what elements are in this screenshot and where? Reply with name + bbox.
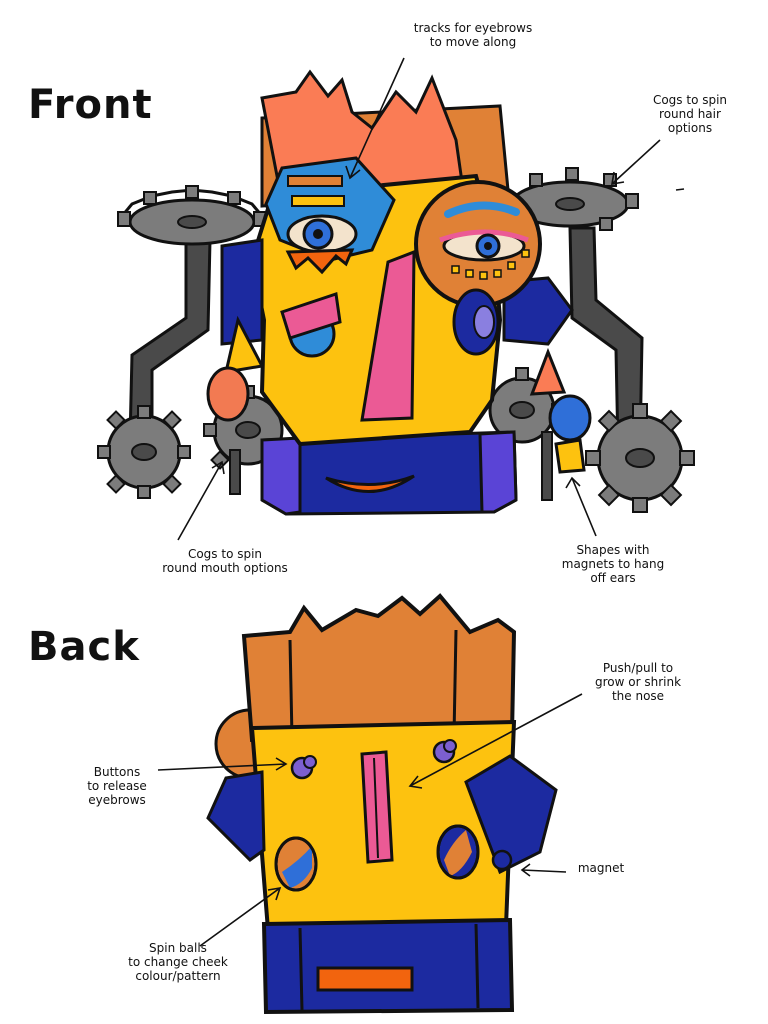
front-right-eye-pupil — [484, 242, 492, 250]
back-hair-line-2 — [452, 629, 458, 737]
arrow-cheek-balls — [199, 886, 282, 947]
label-magnet: magnet — [577, 861, 625, 875]
front-mouth — [325, 474, 415, 493]
back-hair — [241, 593, 517, 743]
label-eyebrow-buttons: Buttons to release eyebrows — [87, 765, 147, 807]
front-right-eyebrow — [444, 201, 520, 218]
back-left-cheek-ball — [274, 836, 318, 892]
back-left-button — [290, 755, 317, 780]
front-heading: Front — [28, 82, 153, 128]
back-magnet — [491, 849, 513, 871]
front-left-ear-shape — [206, 366, 250, 422]
front-mouth-base-side — [260, 436, 302, 516]
label-mouth-cogs: Cogs to spin round mouth options — [162, 547, 288, 575]
front-left-ear-triangle — [224, 315, 265, 374]
label-eyebrow-tracks: tracks for eyebrows to move along — [413, 21, 533, 49]
back-right-button — [432, 739, 457, 764]
back-mouth-slot — [316, 966, 414, 992]
front-right-ear-block — [502, 276, 574, 346]
back-right-cheek-ball — [436, 824, 480, 880]
arrow-ear-magnets — [565, 476, 597, 537]
front-lower-right-cog — [585, 403, 695, 513]
back-base-line — [298, 927, 304, 1011]
front-right-ear-triangle — [529, 347, 567, 396]
front-left-eye-pupil — [313, 229, 323, 239]
front-left-eye-lash — [285, 248, 355, 275]
back-annotation-arrows — [157, 693, 583, 947]
arrow-nose-push-pull — [408, 693, 583, 789]
arrow-magnet — [520, 863, 567, 877]
front-upper-left-cog — [117, 185, 267, 246]
front-right-cheek-inner — [473, 305, 495, 339]
front-lower-left-cog — [97, 405, 191, 499]
front-left-cheek-pink — [280, 292, 342, 340]
back-heading: Back — [28, 624, 140, 670]
back-view — [206, 593, 558, 1015]
dash-mark — [675, 188, 685, 191]
front-right-eye-dots — [451, 249, 530, 280]
front-right-eye-lid — [439, 229, 529, 243]
back-nose-slot — [360, 750, 394, 864]
label-ear-magnets: Shapes with magnets to hang off ears — [561, 543, 665, 585]
label-cheek-balls: Spin balls to change cheek colour/patter… — [128, 941, 228, 983]
front-left-eyebrow — [291, 195, 345, 207]
front-left-ear-block — [220, 238, 264, 346]
front-left-eyebrow-track — [287, 175, 343, 187]
front-view — [97, 69, 695, 516]
front-mouth-base-side-right — [478, 430, 518, 514]
back-base-line-2 — [474, 923, 480, 1009]
front-right-ear-shape — [548, 394, 592, 442]
back-nose-slot-line — [373, 757, 379, 859]
arrow-eyebrow-tracks — [345, 57, 405, 180]
front-right-ear-dangle — [554, 438, 586, 474]
front-annotation-arrows — [177, 57, 685, 541]
label-nose-push-pull: Push/pull to grow or shrink the nose — [594, 661, 682, 703]
arrow-eyebrow-buttons — [157, 757, 288, 771]
arrow-mouth-cogs — [177, 460, 225, 541]
arrow-hair-cogs — [611, 139, 661, 185]
back-left-ear-block — [206, 770, 266, 862]
back-hair-line — [288, 639, 294, 739]
label-hair-cogs: Cogs to spin round hair options — [652, 93, 728, 135]
front-nose — [360, 249, 416, 422]
